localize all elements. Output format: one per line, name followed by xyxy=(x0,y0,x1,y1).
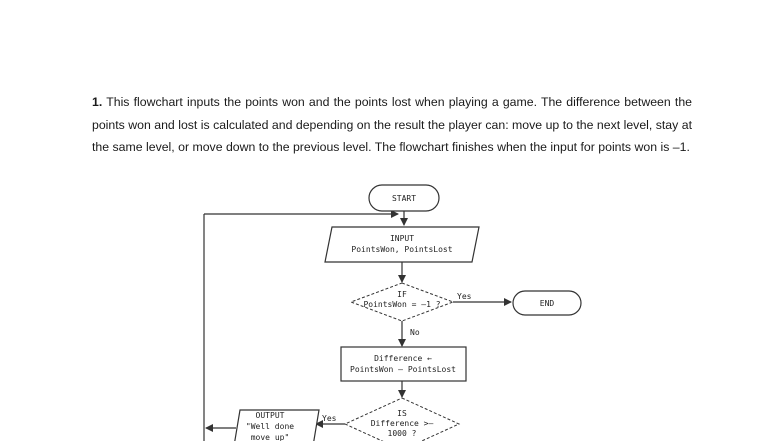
decision1-line1: IF xyxy=(397,290,407,299)
process-line2: PointsWon – PointsLost xyxy=(350,365,456,374)
input-vars: PointsWon, PointsLost xyxy=(351,245,452,254)
output-line1: "Well done xyxy=(246,422,294,431)
end-label: END xyxy=(540,299,555,308)
decision2-line1: IS xyxy=(397,409,407,418)
question-number: 1. xyxy=(92,95,103,109)
difference-process-box xyxy=(340,346,467,382)
output-parallelogram xyxy=(234,409,320,441)
end-terminator xyxy=(512,290,582,316)
input-title: INPUT xyxy=(390,234,414,243)
question-text: 1. This flowchart inputs the points won … xyxy=(92,91,692,159)
output-title: OUTPUT xyxy=(256,411,285,420)
decision1-line2: PointsWon = –1 ? xyxy=(363,300,440,309)
process-line1: Difference ← xyxy=(374,354,432,363)
decision1-diamond xyxy=(349,282,455,322)
decision1-yes-label: Yes xyxy=(457,292,472,301)
decision2-line2: Difference >– xyxy=(371,419,434,428)
output-line2: move up" xyxy=(251,433,290,441)
start-label: START xyxy=(392,194,416,203)
decision1-no-label: No xyxy=(410,328,420,337)
decision2-line3: 1000 ? xyxy=(388,429,417,438)
decision2-yes-label: Yes xyxy=(322,414,337,423)
decision2-diamond xyxy=(343,397,461,441)
input-parallelogram xyxy=(324,226,480,263)
question-body: This flowchart inputs the points won and… xyxy=(92,95,692,154)
